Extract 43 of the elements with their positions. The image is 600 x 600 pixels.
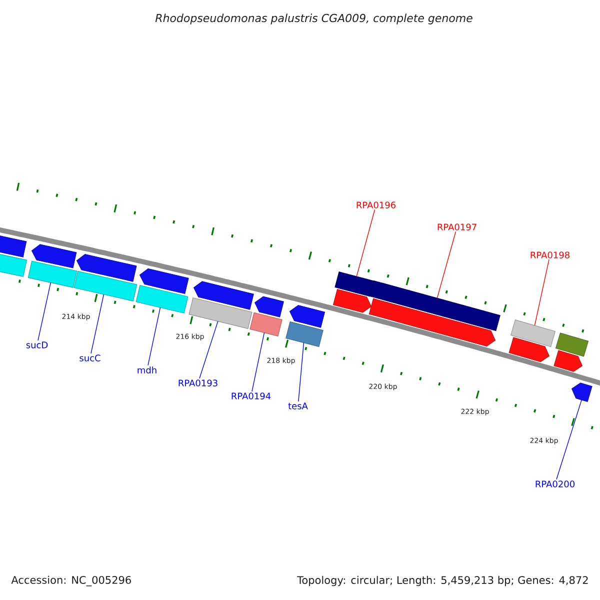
gene-box bbox=[334, 272, 374, 297]
gene-label: RPA0193 bbox=[178, 380, 218, 386]
gene-feature bbox=[76, 254, 137, 282]
gene-feature bbox=[194, 281, 254, 310]
gene-feature bbox=[254, 296, 284, 318]
gene-label: RPA0196 bbox=[356, 202, 396, 208]
leader-line bbox=[252, 332, 265, 392]
gene-box bbox=[370, 280, 500, 332]
leader-line bbox=[90, 294, 104, 354]
leader-line bbox=[148, 307, 161, 366]
leader-line bbox=[356, 209, 376, 277]
gene-label: mdh bbox=[138, 366, 156, 374]
gene-label: RPA0197 bbox=[438, 224, 476, 230]
gene-feature bbox=[31, 244, 77, 268]
leader-line bbox=[298, 342, 304, 402]
footer-text: Topology: circular; Length: 5,459,213 bp; Genes: 4,872 bbox=[297, 576, 588, 586]
gene-box bbox=[286, 322, 324, 347]
gene-label: RPA0198 bbox=[530, 252, 570, 258]
gene-box bbox=[74, 270, 138, 302]
gene-feature bbox=[290, 305, 325, 328]
gene-box bbox=[0, 252, 28, 277]
gene-box bbox=[136, 285, 188, 314]
gene-label: RPA0200 bbox=[536, 480, 574, 488]
gene-label: tesA bbox=[288, 402, 308, 410]
gene-box bbox=[188, 298, 252, 329]
gene-feature bbox=[332, 289, 372, 313]
gene-label: sucD bbox=[26, 342, 48, 348]
gene-feature bbox=[554, 350, 582, 372]
gene-feature bbox=[0, 234, 27, 258]
leader-line bbox=[199, 320, 218, 379]
leader-line bbox=[556, 400, 582, 480]
gene-box bbox=[250, 312, 282, 336]
leader-line bbox=[436, 231, 456, 298]
gene-label: RPA0194 bbox=[232, 392, 271, 400]
gene-feature bbox=[139, 268, 189, 294]
gene-feature bbox=[368, 298, 496, 346]
gene-box bbox=[556, 332, 589, 357]
gene-label: sucC bbox=[80, 354, 100, 362]
gene-feature bbox=[572, 382, 592, 402]
title: Rhodopseudomonas palustris CGA009, complete genome bbox=[155, 14, 472, 24]
gene-feature bbox=[508, 337, 550, 362]
footer-text: Accession: NC_005296 bbox=[11, 576, 131, 586]
gene-box bbox=[510, 320, 556, 347]
